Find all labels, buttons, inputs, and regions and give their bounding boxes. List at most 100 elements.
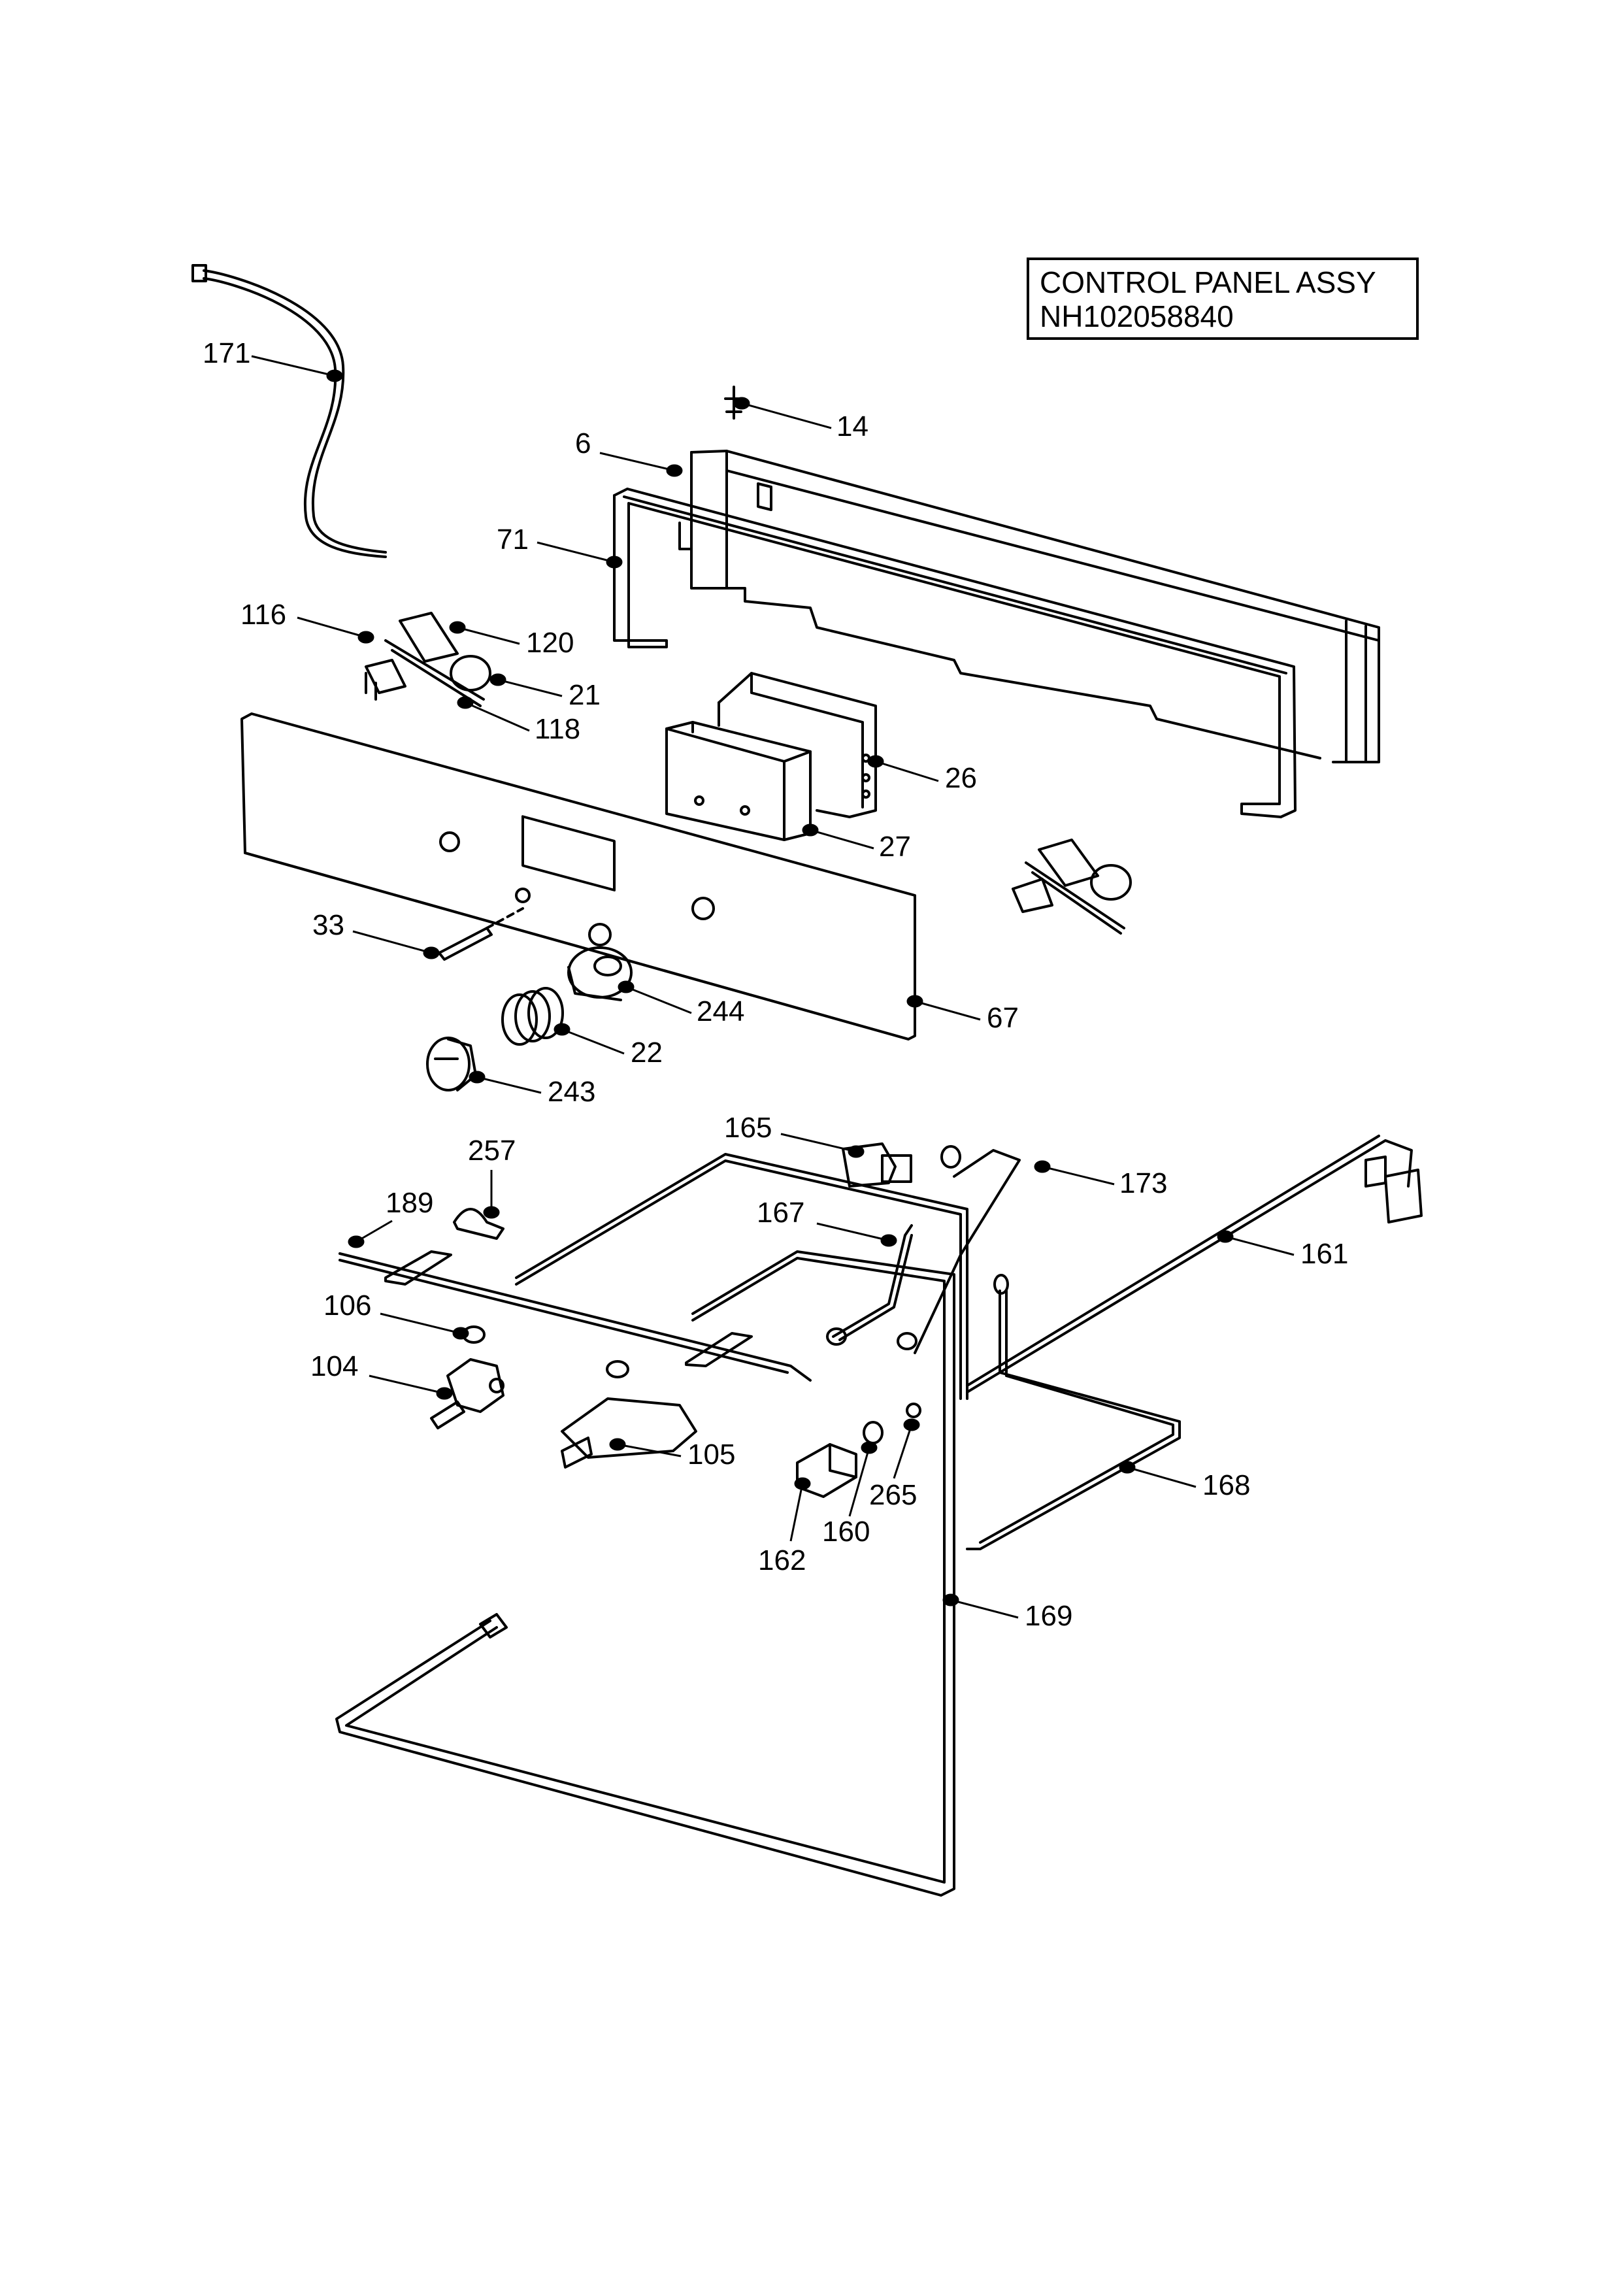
callout-label-161: 161 <box>1300 1238 1348 1270</box>
leader-line-14 <box>741 402 832 429</box>
wire-harness-171 <box>191 264 387 558</box>
leader-line-120 <box>457 626 520 645</box>
switch-assembly-right <box>1012 839 1132 935</box>
leader-dot-189 <box>348 1235 365 1248</box>
bezel-244 <box>567 946 633 1001</box>
leader-line-169 <box>950 1599 1019 1619</box>
leader-dot-169 <box>942 1593 959 1606</box>
leader-line-243 <box>476 1076 542 1094</box>
callout-label-26: 26 <box>945 762 977 794</box>
leader-dot-21 <box>489 673 506 686</box>
leader-line-171 <box>251 355 335 377</box>
clamp-257 <box>453 1208 504 1240</box>
leader-dot-173 <box>1034 1160 1051 1173</box>
leader-dot-161 <box>1217 1230 1234 1243</box>
callout-label-244: 244 <box>697 995 744 1027</box>
callout-label-167: 167 <box>757 1197 804 1229</box>
leader-dot-265 <box>903 1418 920 1431</box>
leader-dot-160 <box>861 1441 878 1454</box>
callout-label-173: 173 <box>1119 1167 1167 1199</box>
leader-dot-27 <box>802 824 819 837</box>
callout-label-265: 265 <box>869 1479 917 1511</box>
spring-22 <box>501 987 564 1046</box>
callout-label-106: 106 <box>323 1289 371 1322</box>
callout-label-243: 243 <box>548 1076 595 1108</box>
callout-label-105: 105 <box>687 1439 735 1471</box>
front-panel-67 <box>240 712 916 1040</box>
callout-label-21: 21 <box>569 679 601 711</box>
callout-label-27: 27 <box>879 831 911 863</box>
assembly-title: CONTROL PANEL ASSY <box>1040 265 1376 299</box>
leader-dot-168 <box>1119 1461 1136 1474</box>
leader-line-22 <box>561 1028 625 1055</box>
leader-dot-167 <box>880 1234 897 1247</box>
leader-line-106 <box>380 1312 461 1335</box>
callout-label-71: 71 <box>497 524 529 556</box>
callout-label-116: 116 <box>240 599 286 631</box>
bracket-26 <box>718 672 877 818</box>
module-27 <box>665 721 812 841</box>
leader-line-6 <box>599 452 675 472</box>
leader-line-116 <box>297 616 367 639</box>
leader-line-71 <box>537 541 615 563</box>
leader-line-160 <box>848 1447 870 1517</box>
leader-dot-116 <box>357 631 374 644</box>
leader-dot-71 <box>606 556 623 569</box>
leader-line-67 <box>914 1000 981 1021</box>
nuts-173-167 <box>826 1145 1009 1350</box>
leader-line-168 <box>1127 1466 1197 1488</box>
callout-label-6: 6 <box>575 427 591 459</box>
leader-dot-162 <box>794 1477 811 1490</box>
leader-line-162 <box>789 1483 804 1542</box>
frame-71 <box>613 488 1297 818</box>
leader-dot-6 <box>666 464 683 477</box>
callout-leaders <box>251 355 1295 1619</box>
leader-line-265 <box>893 1424 913 1479</box>
spindle-33 <box>438 907 524 961</box>
callout-label-165: 165 <box>724 1112 772 1144</box>
callout-label-118: 118 <box>535 713 580 745</box>
leader-dot-257 <box>483 1206 500 1219</box>
knob-243 <box>426 1037 477 1091</box>
gas-tube-network <box>335 1135 1413 1897</box>
leader-dot-105 <box>609 1438 626 1451</box>
leader-line-165 <box>780 1133 857 1153</box>
leader-dot-118 <box>457 696 474 709</box>
leader-line-27 <box>810 829 874 850</box>
leader-line-167 <box>816 1222 889 1242</box>
switch-assembly-left <box>365 612 491 707</box>
leader-dot-243 <box>469 1071 486 1084</box>
leader-dot-22 <box>554 1023 570 1036</box>
leader-dot-165 <box>848 1145 865 1158</box>
callout-label-169: 169 <box>1025 1600 1072 1632</box>
callout-label-33: 33 <box>312 909 344 941</box>
valve-104 <box>430 1358 504 1429</box>
leader-dot-14 <box>733 397 750 410</box>
leader-line-105 <box>617 1443 682 1457</box>
leader-dot-104 <box>436 1387 453 1400</box>
leader-line-33 <box>352 930 432 954</box>
fitting-161-end <box>1364 1156 1423 1223</box>
callout-label-160: 160 <box>822 1516 870 1548</box>
tube-brackets <box>384 1250 753 1367</box>
title-block: CONTROL PANEL ASSY NH102058840 <box>1027 258 1419 340</box>
leader-dot-26 <box>867 755 884 768</box>
callout-label-171: 171 <box>203 337 250 369</box>
callout-label-67: 67 <box>987 1002 1019 1034</box>
leader-line-161 <box>1225 1235 1295 1256</box>
leader-dot-244 <box>618 980 635 993</box>
callout-label-120: 120 <box>526 627 574 659</box>
callout-label-14: 14 <box>836 410 868 442</box>
leader-line-118 <box>465 701 530 732</box>
leader-dot-171 <box>326 369 343 382</box>
callout-label-162: 162 <box>758 1544 806 1576</box>
leader-dot-67 <box>906 995 923 1008</box>
callout-label-257: 257 <box>468 1135 516 1167</box>
leader-line-104 <box>369 1374 445 1395</box>
thermostat-bulb-165 <box>842 1142 912 1188</box>
leader-line-173 <box>1042 1165 1115 1186</box>
callout-label-104: 104 <box>310 1350 358 1382</box>
